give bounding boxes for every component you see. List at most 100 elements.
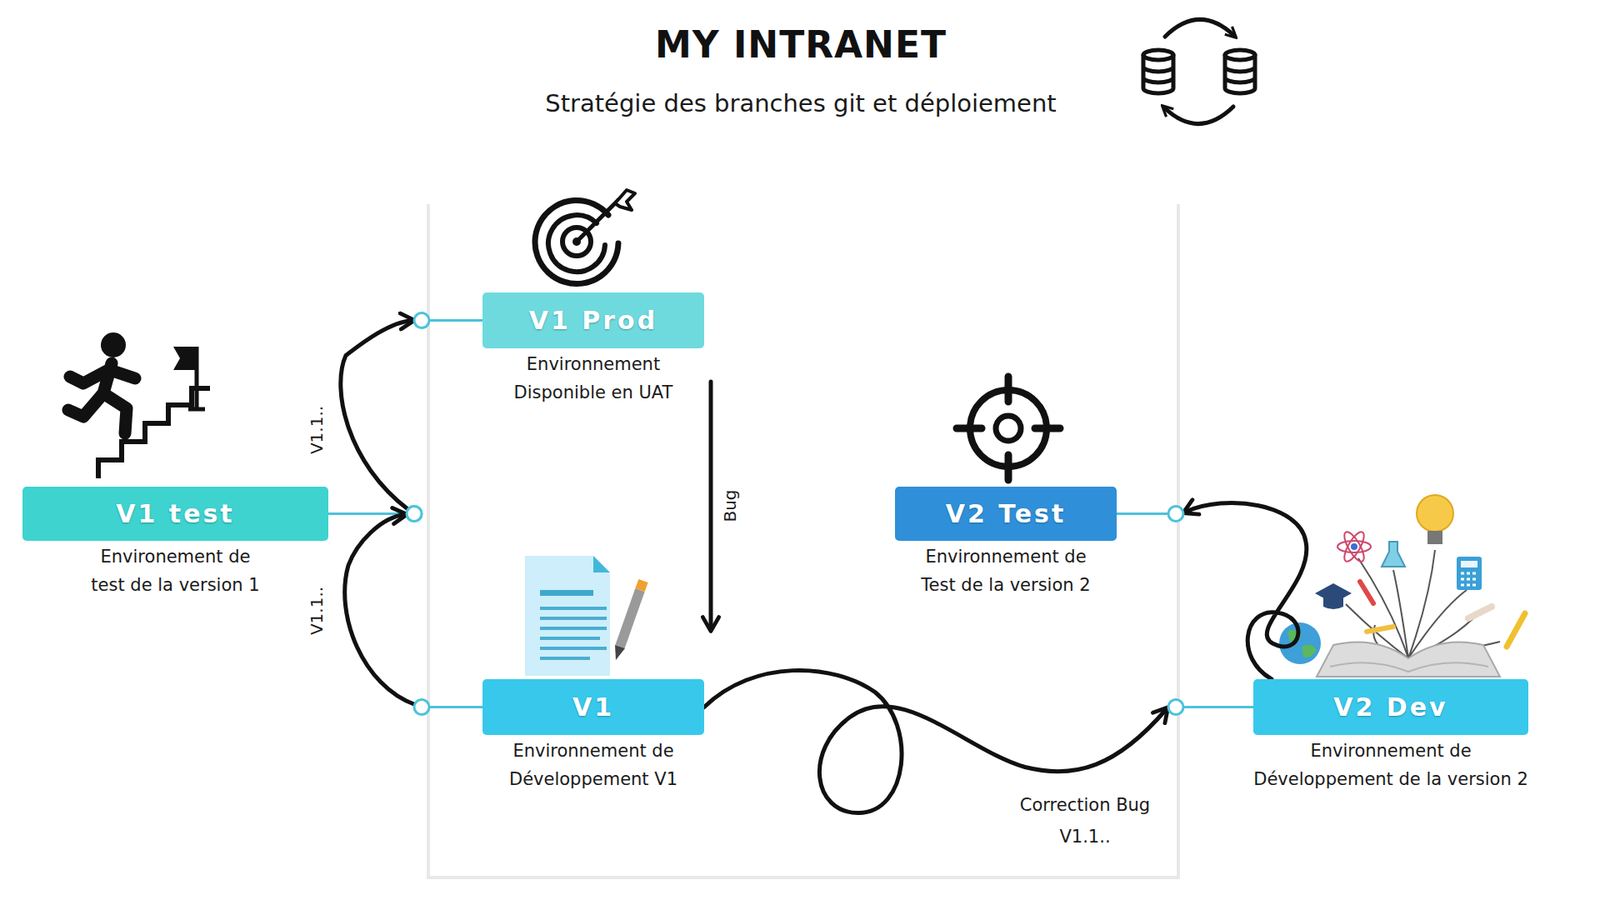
page-line	[540, 606, 607, 610]
connector-line	[1185, 502, 1307, 680]
graduation-cap-base	[1323, 597, 1344, 610]
target-icon	[535, 190, 635, 285]
env-caption: Environnement de Test de la version 2	[885, 542, 1127, 600]
edge-label: Bug	[718, 486, 742, 525]
connector-dot	[406, 506, 422, 522]
env-name: V1	[572, 692, 615, 722]
connector-dot	[1168, 506, 1184, 522]
connector-stub	[421, 705, 483, 709]
env-node: V1 ProdEnvironnement Disponible en UAT	[482, 292, 705, 349]
page-line	[540, 626, 607, 630]
yellow-pencil	[1506, 613, 1525, 647]
book-pages	[1330, 662, 1489, 672]
env-node: V1 testEnvironement de test de la versio…	[22, 486, 329, 541]
env-node: V2 TestEnvironnement de Test de la versi…	[895, 486, 1117, 541]
env-name: V1 Prod	[529, 305, 658, 335]
env-box: V2 Dev	[1253, 679, 1529, 735]
dart-shaft	[578, 200, 619, 240]
page-line	[540, 656, 590, 660]
document-icon	[525, 555, 644, 676]
pencil-body	[620, 590, 640, 647]
connector-dot	[406, 506, 422, 522]
pencil-tip	[615, 645, 625, 660]
connector-line	[345, 515, 415, 705]
calculator	[1456, 556, 1482, 590]
scroll	[1468, 606, 1492, 619]
sync-arrow	[1165, 19, 1234, 37]
page-fold	[593, 555, 610, 573]
flask	[1381, 541, 1405, 567]
connector	[710, 381, 712, 630]
env-box: V1 test	[22, 486, 329, 541]
database-sync-icon	[1143, 19, 1255, 124]
env-name: V2 Dev	[1333, 692, 1448, 722]
env-node: V2 DevEnvironnement de Développement de …	[1253, 679, 1529, 735]
env-box: V1	[482, 679, 705, 735]
ruler	[1366, 626, 1394, 632]
connector	[704, 670, 1254, 813]
flag	[173, 346, 197, 370]
flag-base	[188, 407, 205, 412]
atom	[1337, 529, 1371, 565]
connector-dot	[1168, 700, 1184, 715]
env-caption: Environnement de Développement de la ver…	[1224, 736, 1558, 794]
atom-orbit	[1340, 529, 1368, 565]
page-line	[540, 636, 600, 640]
crosshair-ticks	[956, 376, 1060, 480]
atom-orbit	[1340, 529, 1368, 565]
page-line	[540, 616, 607, 620]
target-ring	[535, 200, 619, 285]
frame-outline	[428, 204, 1179, 878]
env-name: V1 test	[115, 499, 235, 529]
page-line	[540, 646, 607, 650]
crosshair-center	[995, 415, 1021, 441]
dart-fletching	[615, 190, 635, 210]
atom-core	[1350, 543, 1358, 550]
connector	[328, 313, 483, 522]
climber-body	[68, 363, 135, 434]
db-body	[1143, 55, 1174, 94]
climber-head	[100, 332, 126, 358]
page	[525, 555, 610, 676]
light-bulb	[1416, 495, 1454, 532]
env-box: V1 Prod	[482, 292, 705, 349]
connector-dot	[414, 700, 430, 715]
diagram-title: MY INTRANET	[384, 23, 1218, 66]
open-book	[1316, 641, 1500, 677]
connector-line	[704, 670, 1167, 813]
env-node: V1Environnement de Développement V1	[482, 679, 705, 735]
calculator-screen	[1460, 560, 1478, 568]
ideas-illustration	[1279, 495, 1525, 677]
connector-line	[340, 320, 413, 510]
connector-line	[709, 381, 714, 630]
connector-stub	[421, 319, 483, 322]
db-body	[1225, 55, 1255, 94]
edge-label: V1.1..	[305, 583, 329, 637]
edge-label-text: Correction Bug V1.1..	[1020, 795, 1150, 847]
climber-icon	[68, 332, 210, 479]
db-top	[1143, 50, 1174, 60]
subtitle: Stratégie des branches git et déploiemen…	[300, 86, 1301, 120]
connector-dot	[414, 313, 430, 329]
connector-stub	[1175, 705, 1254, 709]
env-caption: Environnement Disponible en UAT	[472, 350, 715, 407]
edge-label: Correction Bug V1.1..	[999, 789, 1171, 853]
red-pencil	[1360, 581, 1374, 604]
bulb-base	[1427, 530, 1443, 545]
sync-arrow	[1165, 106, 1234, 125]
edge-label: V1.1..	[305, 402, 329, 456]
db-top	[1225, 50, 1255, 60]
connector	[328, 506, 483, 715]
env-box: V2 Test	[895, 486, 1117, 541]
pencil-top	[640, 580, 644, 590]
env-caption: Environnement de Développement V1	[472, 736, 715, 794]
env-caption: Environement de test de la version 1	[55, 542, 297, 600]
calculator-keys	[1460, 573, 1478, 585]
page-line	[540, 590, 594, 596]
connector	[1116, 502, 1307, 680]
crosshair-icon	[956, 376, 1060, 480]
connector-stub	[1116, 512, 1176, 515]
